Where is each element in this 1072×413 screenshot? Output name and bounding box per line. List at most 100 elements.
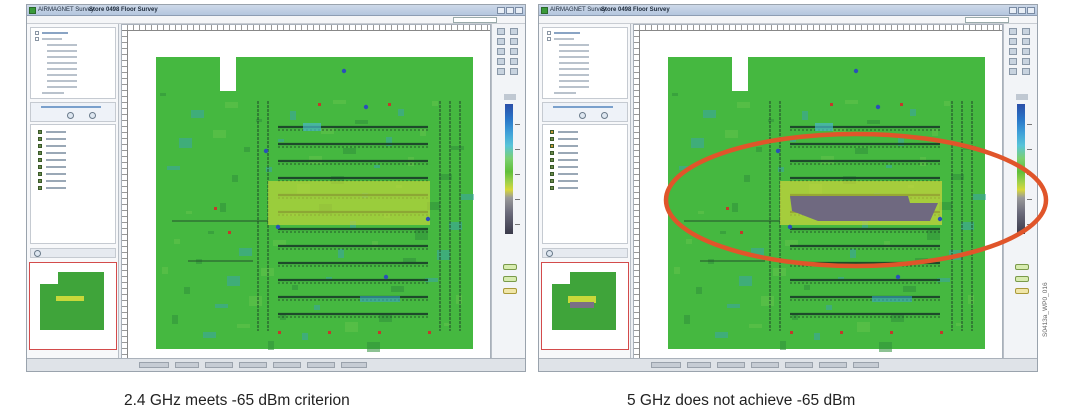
signal-patch xyxy=(273,240,286,246)
signal-patch xyxy=(833,128,846,134)
tab[interactable] xyxy=(175,362,199,368)
signal-patch xyxy=(174,239,180,244)
access-point-icon xyxy=(275,224,281,230)
tool-button[interactable] xyxy=(510,38,518,45)
access-point-list[interactable] xyxy=(30,124,116,244)
tree-expand-icon[interactable] xyxy=(35,31,39,35)
overview-minimap[interactable] xyxy=(541,262,629,350)
tab[interactable] xyxy=(307,362,335,368)
tool-button[interactable] xyxy=(1009,28,1017,35)
heatmap-area xyxy=(640,31,1002,359)
minimize-button[interactable] xyxy=(497,7,505,14)
overview-minimap[interactable] xyxy=(29,262,117,350)
tool-button[interactable] xyxy=(1022,58,1030,65)
legend-toggle-button[interactable] xyxy=(503,264,517,270)
tool-button[interactable] xyxy=(497,28,505,35)
zoom-out-icon[interactable] xyxy=(1022,48,1030,55)
access-point-icon xyxy=(787,224,793,230)
coverage-heatmap xyxy=(156,57,474,352)
tab[interactable] xyxy=(819,362,847,368)
legend-toggle-button[interactable] xyxy=(1015,264,1029,270)
close-button[interactable] xyxy=(515,7,523,14)
maximize-button[interactable] xyxy=(1018,7,1026,14)
access-point-icon xyxy=(263,148,269,154)
tab[interactable] xyxy=(651,362,681,368)
tab[interactable] xyxy=(239,362,267,368)
band-toggle-button[interactable] xyxy=(89,112,96,119)
signal-patch xyxy=(268,341,274,350)
legend-toggle-button[interactable] xyxy=(1015,288,1029,294)
signal-patch xyxy=(761,296,774,306)
signal-patch xyxy=(203,332,216,338)
signal-patch xyxy=(910,109,916,116)
floorplan-canvas[interactable] xyxy=(121,24,491,360)
caption-5ghz: 5 GHz does not achieve -65 dBm xyxy=(627,392,856,409)
band-toggle-button[interactable] xyxy=(67,112,74,119)
tree-expand-icon[interactable] xyxy=(547,37,551,41)
signal-patch xyxy=(432,101,438,106)
zoom-out-icon[interactable] xyxy=(510,48,518,55)
signal-patch xyxy=(802,111,808,120)
legend-toggle-button[interactable] xyxy=(503,276,517,282)
tab[interactable] xyxy=(785,362,813,368)
signal-patch xyxy=(867,120,880,124)
tool-button[interactable] xyxy=(510,68,518,75)
tool-button[interactable] xyxy=(497,58,505,65)
tool-button[interactable] xyxy=(1009,68,1017,75)
survey-point-marker xyxy=(830,103,833,106)
tab[interactable] xyxy=(717,362,745,368)
view-dropdown[interactable] xyxy=(965,17,1009,23)
tree-expand-icon[interactable] xyxy=(547,31,551,35)
close-button[interactable] xyxy=(1027,7,1035,14)
project-tree[interactable] xyxy=(30,27,116,99)
band-toggle-button[interactable] xyxy=(601,112,608,119)
horizontal-ruler xyxy=(634,25,1002,31)
channel-filter[interactable] xyxy=(542,102,628,122)
survey-point-marker xyxy=(840,331,843,334)
signal-patch xyxy=(778,167,784,172)
tab[interactable] xyxy=(687,362,711,368)
tab[interactable] xyxy=(273,362,301,368)
tool-button[interactable] xyxy=(1022,28,1030,35)
tool-button[interactable] xyxy=(510,28,518,35)
band-toggle-button[interactable] xyxy=(579,112,586,119)
window-titlebar: AIRMAGNET Survey Store 0498 Floor Survey xyxy=(539,5,1037,16)
tool-button[interactable] xyxy=(1022,68,1030,75)
gear-icon[interactable] xyxy=(546,250,553,257)
tab[interactable] xyxy=(139,362,169,368)
project-tree[interactable] xyxy=(542,27,628,99)
signal-patch xyxy=(292,285,298,290)
signal-patch xyxy=(415,230,428,240)
app-name: AIRMAGNET Survey xyxy=(38,7,94,13)
channel-filter[interactable] xyxy=(30,102,116,122)
signal-patch xyxy=(949,250,962,260)
tool-button[interactable] xyxy=(1009,58,1017,65)
tool-button[interactable] xyxy=(497,68,505,75)
tree-expand-icon[interactable] xyxy=(35,37,39,41)
maximize-button[interactable] xyxy=(506,7,514,14)
tab[interactable] xyxy=(205,362,233,368)
toolbar xyxy=(27,16,525,24)
zoom-in-icon[interactable] xyxy=(497,48,505,55)
signal-patch xyxy=(186,211,192,214)
floorplan-canvas[interactable] xyxy=(633,24,1003,360)
signal-patch xyxy=(956,323,962,326)
tab[interactable] xyxy=(853,362,879,368)
tool-button[interactable] xyxy=(1009,38,1017,45)
tab[interactable] xyxy=(751,362,779,368)
legend-toggle-button[interactable] xyxy=(503,288,517,294)
zoom-in-icon[interactable] xyxy=(1009,48,1017,55)
view-dropdown[interactable] xyxy=(453,17,497,23)
tab[interactable] xyxy=(341,362,367,368)
access-point-icon xyxy=(853,68,859,74)
signal-patch xyxy=(403,258,416,262)
gear-icon[interactable] xyxy=(34,250,41,257)
heatmap-area xyxy=(128,31,490,359)
tool-button[interactable] xyxy=(1022,38,1030,45)
access-point-list[interactable] xyxy=(542,124,628,244)
minimize-button[interactable] xyxy=(1009,7,1017,14)
legend-toggle-button[interactable] xyxy=(1015,276,1029,282)
access-point-icon xyxy=(383,274,389,280)
tool-button[interactable] xyxy=(497,38,505,45)
tool-button[interactable] xyxy=(510,58,518,65)
